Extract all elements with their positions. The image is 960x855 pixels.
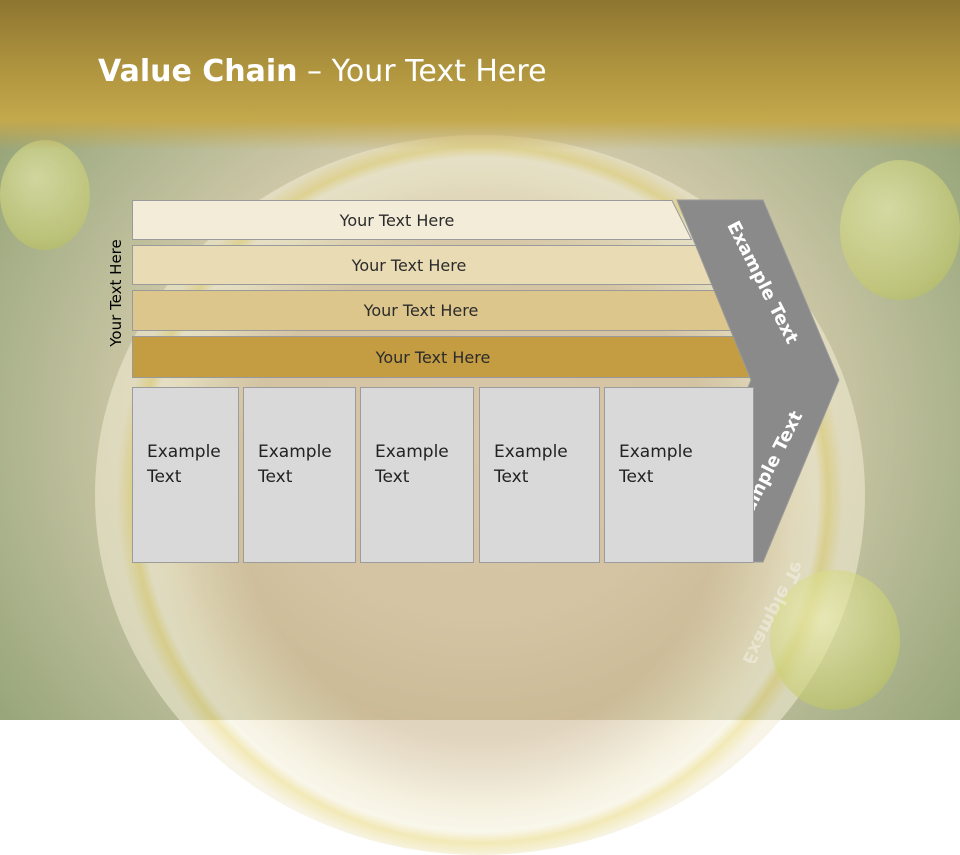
bar-label: Your Text Here	[363, 301, 479, 320]
lemon-image	[0, 140, 90, 250]
lemon-image	[770, 570, 900, 710]
bar-label: Your Text Here	[339, 210, 455, 230]
value-chain-bar-3: Your Text Here	[132, 290, 740, 331]
page-title: Value Chain – Your Text Here	[98, 54, 547, 89]
title-banner: Value Chain – Your Text Here	[0, 0, 960, 150]
value-chain-bar-1: Your Text Here	[132, 200, 692, 240]
lemon-image	[840, 160, 960, 300]
bar-label: Your Text Here	[375, 347, 491, 367]
chevron-reflection: Example Text	[737, 563, 810, 663]
value-chain-bar-4: Your Text Here	[132, 336, 764, 378]
bar-label: Your Text Here	[351, 255, 467, 275]
value-chain-bar-2: Your Text Here	[132, 245, 716, 285]
